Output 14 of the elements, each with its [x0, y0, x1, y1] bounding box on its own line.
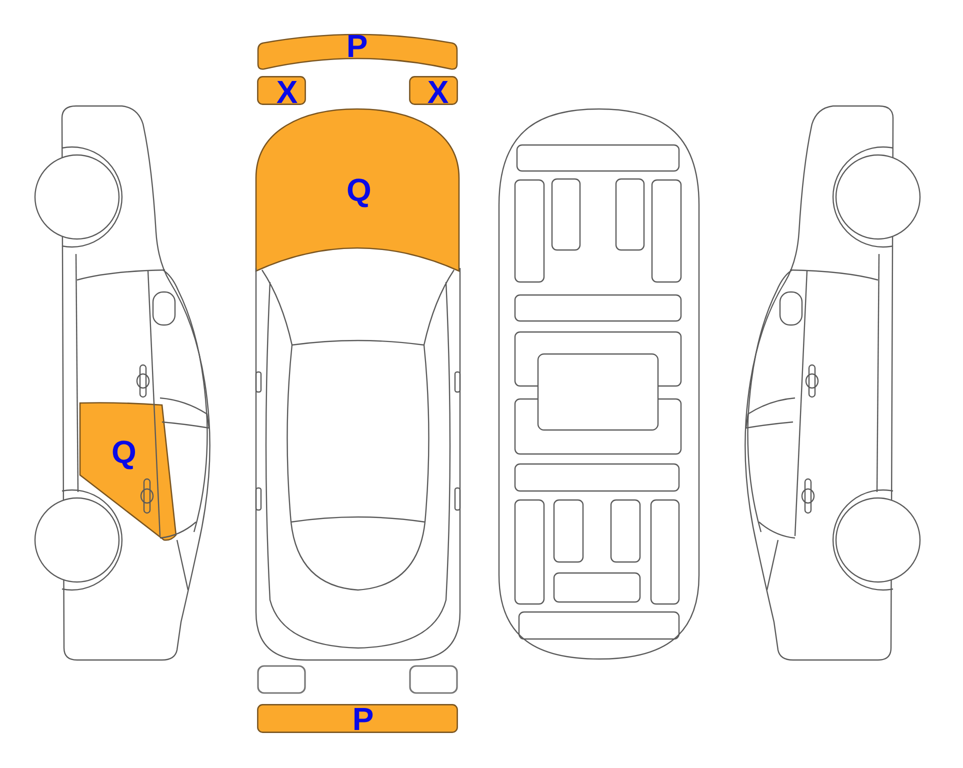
corner-panel [409, 665, 458, 694]
part-code-letter: Q [112, 436, 136, 468]
part-code-letter: P [352, 703, 374, 735]
corner-panel [409, 76, 458, 105]
door-panel [79, 402, 177, 542]
part-code-letter: Q [346, 174, 372, 206]
part-code-letter: P [346, 30, 368, 62]
part-code-letter: X [427, 76, 449, 108]
corner-panel [257, 76, 306, 105]
bumper-panel [257, 704, 458, 733]
corner-panel [257, 665, 306, 694]
part-code-letter: X [276, 76, 298, 108]
hood-panel [255, 108, 460, 272]
bumper-panel [257, 33, 458, 71]
